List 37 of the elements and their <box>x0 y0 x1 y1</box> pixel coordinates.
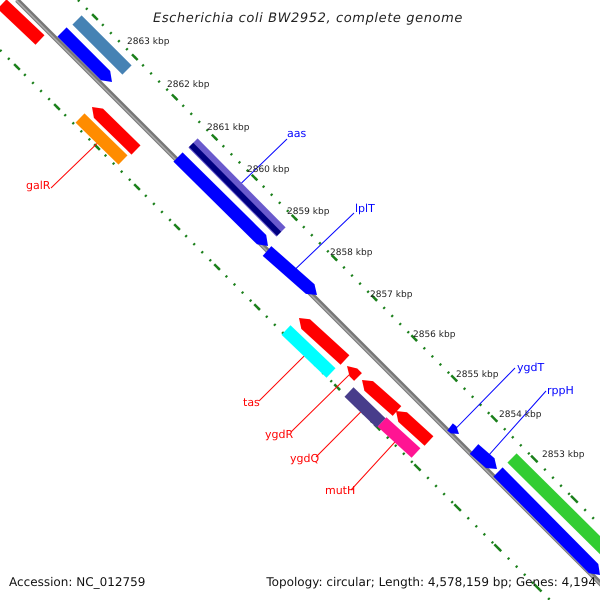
gene-label: rppH <box>547 385 574 396</box>
leader-line <box>50 142 98 188</box>
gene-label: galR <box>26 180 50 191</box>
gene-label: aas <box>287 128 306 139</box>
gene-label: ygdQ <box>290 453 320 464</box>
scale-label: 2854 kbp <box>499 411 542 420</box>
gene-feature <box>344 380 402 428</box>
gene-feature <box>0 0 44 45</box>
scale-label: 2853 kbp <box>542 451 584 460</box>
leader-line <box>488 390 546 456</box>
gene-feature <box>378 411 434 458</box>
scale-label: 2863 kbp <box>127 38 170 47</box>
gene-feature <box>470 444 497 469</box>
title: Escherichia coli BW2952, complete genome <box>153 12 463 25</box>
leader-line <box>295 212 354 270</box>
gene-feature <box>347 366 362 381</box>
leader-line <box>290 374 350 432</box>
leader-line <box>350 441 396 490</box>
scale-label: 2855 kbp <box>456 371 498 380</box>
gene-feature <box>447 423 459 434</box>
gene-label: ygdR <box>265 429 294 440</box>
gene-feature <box>262 246 317 295</box>
scale-label: 2862 kbp <box>167 81 210 90</box>
scale-label: 2858 kbp <box>330 249 372 258</box>
scale-label: 2857 kbp <box>370 291 412 300</box>
gene-feature <box>76 107 140 165</box>
accession-text: Accession: NC_012759 <box>9 576 146 588</box>
leader-line <box>456 368 516 428</box>
gene-label: ygdT <box>517 362 544 373</box>
gene-label: lplT <box>355 203 375 214</box>
leader-line <box>258 355 306 402</box>
leader-line <box>316 411 362 458</box>
gene-feature <box>282 318 350 378</box>
leader-line <box>240 138 288 184</box>
gene-label: tas <box>243 397 260 408</box>
gene-label: mutH <box>325 485 356 496</box>
scale-label: 2856 kbp <box>413 331 456 340</box>
